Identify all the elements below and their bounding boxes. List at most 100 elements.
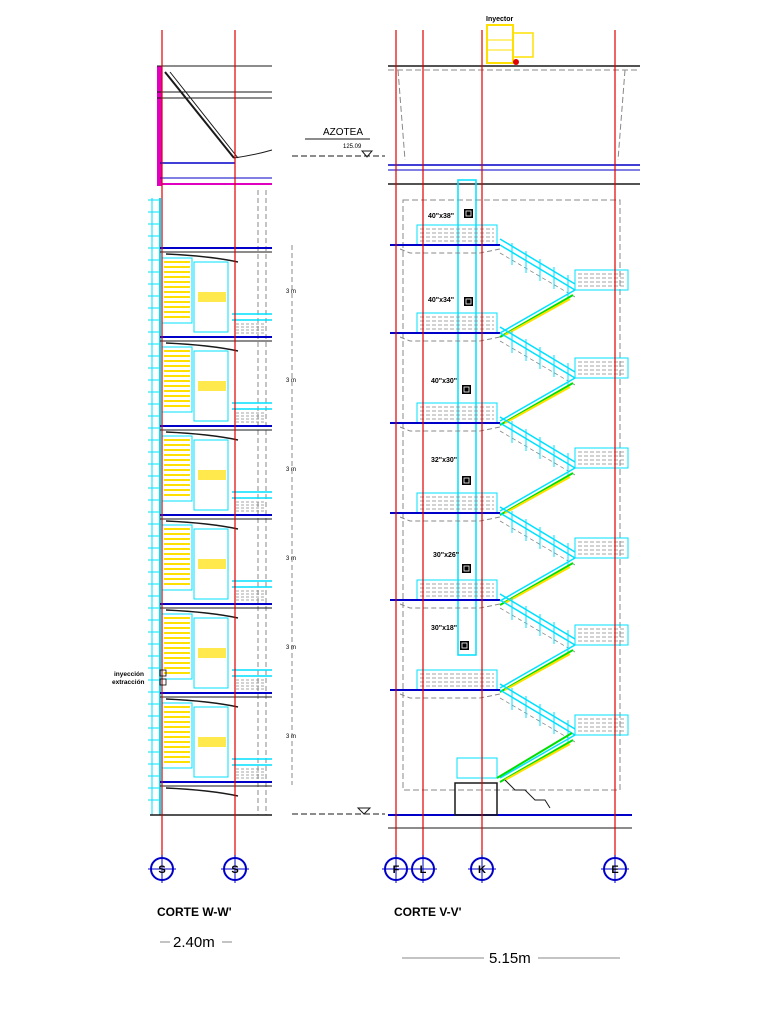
stair-rail — [499, 506, 576, 553]
landing — [416, 579, 498, 601]
landing — [416, 224, 498, 246]
left-width-label: 2.40m — [173, 934, 215, 951]
vertical-duct — [457, 179, 477, 656]
stair-block — [193, 350, 229, 422]
stair-stringer — [499, 422, 576, 469]
duct-size-label: 40"x38" — [428, 213, 454, 220]
right-landing — [574, 624, 629, 646]
stair-stringer — [499, 689, 576, 736]
stair-hidden — [499, 430, 576, 476]
stair-stringer — [499, 332, 576, 379]
duct-size-label: 40"x30" — [431, 378, 457, 385]
axis-label: S — [231, 864, 238, 876]
right-section — [388, 24, 640, 829]
legend: inyección extracción — [112, 669, 167, 686]
duct-insert — [198, 648, 226, 658]
stair-nosing — [504, 743, 571, 781]
stair-stringer — [499, 244, 576, 291]
stair-block — [193, 528, 229, 600]
ceiling-curve — [165, 253, 239, 263]
duct-size-label: 40"x34" — [428, 297, 454, 304]
landing — [416, 312, 498, 334]
ground-steps — [504, 779, 551, 809]
roof-level: 125.09 — [343, 144, 362, 150]
right-landing — [574, 357, 629, 379]
stair-rail — [499, 238, 576, 285]
stair-stringer — [499, 377, 576, 422]
bottom-landing — [456, 757, 498, 779]
slab-underside — [399, 516, 501, 522]
axis-label: E — [611, 864, 618, 876]
left-section-title: CORTE W-W' — [157, 905, 232, 919]
stair-rail — [499, 416, 576, 463]
stair-nosing — [504, 386, 571, 424]
stair-nosing — [504, 476, 571, 514]
duct-size-label: 32"x30" — [431, 457, 457, 464]
slab-underside — [399, 336, 501, 342]
ceiling-curve — [165, 520, 239, 530]
axis-bubble-right-1: F — [382, 855, 410, 883]
right-landing — [574, 714, 629, 736]
stair-hidden — [499, 340, 576, 386]
supply-line — [496, 732, 573, 779]
axis-bubble-right-3: K — [468, 855, 496, 883]
stair-stringer — [499, 557, 576, 602]
stair-stringer — [499, 644, 576, 689]
legend-extraction-swatch — [159, 678, 167, 686]
ceiling-curve — [165, 698, 239, 708]
slab-underside — [399, 693, 501, 699]
stair-block — [193, 439, 229, 511]
right-landing — [574, 269, 629, 291]
floor-height-label: 3 m — [286, 467, 296, 473]
injector-unit — [486, 24, 534, 65]
floor-height-label: 3 m — [286, 734, 296, 740]
stair-nosing — [504, 566, 571, 604]
stair-rail — [499, 683, 576, 730]
ceiling-curve — [165, 609, 239, 619]
floor-height-label: 3 m — [286, 556, 296, 562]
roof-frame — [157, 66, 162, 186]
axis-bubble-left-1: S — [148, 855, 176, 883]
stair-rail — [499, 326, 576, 373]
axis-bubbles: S S F L K E — [148, 855, 629, 883]
axis-lines — [161, 30, 616, 857]
stair-block — [193, 706, 229, 778]
right-landing — [574, 537, 629, 559]
legend-injection: inyección — [114, 671, 144, 678]
floor-height-label: 3 m — [286, 289, 296, 295]
level-markers — [292, 138, 385, 815]
right-section-title: CORTE V-V' — [394, 905, 462, 919]
duct-size-label: 30"x18" — [431, 625, 457, 632]
landing — [416, 669, 498, 691]
stair-nosing — [504, 298, 571, 336]
slab-underside — [399, 603, 501, 609]
duct-insert — [198, 292, 226, 302]
stair-hidden — [499, 697, 576, 743]
landing — [416, 492, 498, 514]
legend-extraction: extracción — [112, 679, 145, 686]
duct-size-label: 30"x26" — [433, 552, 459, 559]
stair-hidden — [499, 607, 576, 653]
floor-height-label: 3 m — [286, 378, 296, 384]
floor-height-label: 3 m — [286, 645, 296, 651]
axis-label: L — [420, 864, 427, 876]
stair-stringer — [499, 289, 576, 334]
left-section — [150, 65, 293, 816]
stair-block — [193, 617, 229, 689]
duct-insert — [198, 737, 226, 747]
stair-block — [193, 261, 229, 333]
right-floors — [390, 224, 629, 809]
stair-stringer — [499, 734, 576, 779]
stair-stringer — [499, 512, 576, 559]
duct-tag-icons — [460, 209, 473, 650]
duct-insert — [198, 559, 226, 569]
stair-rail — [499, 593, 576, 640]
axis-bubble-left-2: S — [221, 855, 249, 883]
legend-injection-swatch — [159, 669, 167, 677]
axis-label: F — [393, 864, 400, 876]
equipment-label: Inyector — [486, 16, 514, 23]
stair-hidden — [499, 520, 576, 566]
right-width-label: 5.15m — [489, 950, 531, 967]
duct-insert — [198, 470, 226, 480]
ceiling-curve — [165, 787, 239, 797]
